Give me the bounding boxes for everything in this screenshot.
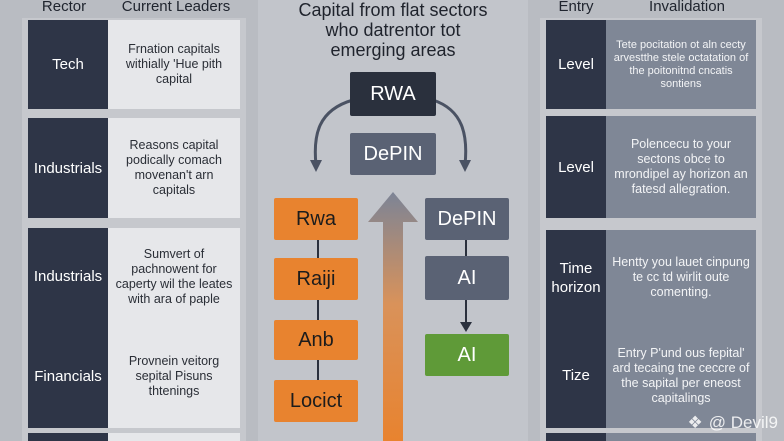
header-rector: Rector [41,0,87,15]
left-sector-table: Tech Frnation capitals withially 'Hue pi… [22,18,246,441]
watermark-text: @ Devil9 [708,413,778,432]
node-rwa-top: RWA [350,72,436,116]
big-up-arrow [368,192,418,441]
invalidation-text: Hentty you lauet cinpung te cc td wirlit… [606,230,756,325]
arrowhead-down [460,322,472,332]
curve-arrow-right [432,98,468,166]
table-row: Level Tete pocitation ot aln cecty arves… [546,20,756,109]
arrowhead-left [310,160,322,172]
flow-arrows [310,98,472,441]
arrowhead-right [459,160,471,172]
watermark: ❖ @ Devil9 [688,413,778,433]
diamond-logo-icon: ❖ [687,413,703,432]
header-entry: Entry [558,0,594,15]
node-right-2: AI [425,256,509,300]
sector-label: Industrials [28,118,108,218]
invalidation-text: Entry P'und ous fepital' ard tecaing tne… [606,323,756,428]
node-left-1: Rwa [274,198,358,240]
invalidation-text: Tete pocitation ot aln cecty arvestthe s… [606,20,756,109]
header-current-leaders: Current Leaders [121,0,231,15]
node-depin-second: DePIN [350,133,436,175]
leader-text: Frnation capitals withially 'Hue pith ca… [108,20,240,109]
table-row: Industrials Reasons capital podically co… [28,118,240,218]
entry-label: Time horizon [546,230,606,325]
title-line-2: who datrentor tot [325,20,461,40]
diagram-title: Capital from flat sectors who datrentor … [258,0,528,60]
title-line-3: emerging areas [330,40,456,60]
sector-label: Industrials [28,228,108,325]
leader-text [108,433,240,441]
curve-arrow-left [313,98,354,166]
entry-label: Level [546,20,606,109]
node-left-4: Locict [274,380,358,422]
table-row: Level Polencecu to your sectons obce to … [546,116,756,218]
table-row: Tech Frnation capitals withially 'Hue pi… [28,20,240,109]
table-row: Tize Entry P'und ous fepital' ard tecain… [546,323,756,428]
leader-text: Sumvert of pachnowent for caperty wil th… [108,228,240,325]
entry-label: Tize [546,323,606,428]
invalidation-text: Polencecu to your sectons obce to mrondi… [606,116,756,218]
invalidation-text [606,433,756,441]
node-right-1: DePIN [425,198,509,240]
sector-label: Financials [28,325,108,428]
right-entry-table: Level Tete pocitation ot aln cecty arves… [540,18,762,441]
node-left-3: Anb [274,320,358,360]
table-row-partial [546,433,756,441]
capital-flow-diagram: Capital from flat sectors who datrentor … [258,0,528,441]
entry-label [546,433,606,441]
leader-text: Reasons capital podically comach movenan… [108,118,240,218]
table-row: Financials Provnein veitorg sepital Pisu… [28,325,240,428]
header-invalidation: Invalidation [649,0,725,15]
entry-label: Level [546,116,606,218]
table-row: Industrials Sumvert of pachnowent for ca… [28,228,240,325]
leader-text: Provnein veitorg sepital Pisuns thtening… [108,325,240,428]
title-line-1: Capital from flat sectors [298,0,488,20]
sector-label: Tech [28,20,108,109]
node-left-2: Raiji [274,258,358,300]
node-right-3: AI [425,334,509,376]
table-row-partial [28,433,240,441]
sector-label [28,433,108,441]
table-row: Time horizon Hentty you lauet cinpung te… [546,230,756,325]
